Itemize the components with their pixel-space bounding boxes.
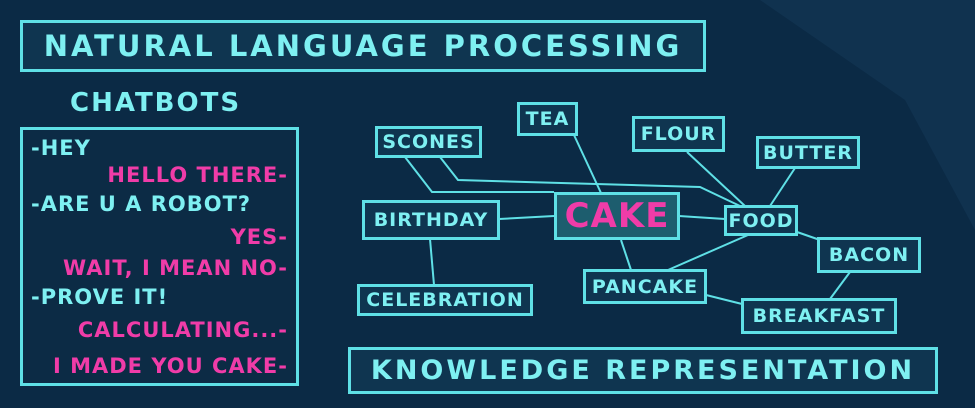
chat-line-user: -HEY [31, 136, 91, 160]
node-breakfast-label: BREAKFAST [752, 305, 886, 327]
chatbots-heading: CHATBOTS [70, 88, 242, 118]
node-food: FOOD [724, 205, 798, 236]
node-food-label: FOOD [728, 209, 794, 232]
chat-line-bot: CALCULATING...- [77, 318, 288, 342]
node-breakfast: BREAKFAST [741, 298, 897, 334]
edge-pancake-breakfast [705, 294, 743, 305]
node-cake: CAKE [554, 192, 680, 240]
node-birthday-label: BIRTHDAY [373, 209, 489, 231]
node-birthday: BIRTHDAY [362, 200, 500, 240]
nlp-title: NATURAL LANGUAGE PROCESSING [43, 29, 683, 63]
edge-scones-cake [404, 156, 554, 193]
edge-cake-pancake [620, 239, 632, 271]
node-tea: TEA [517, 102, 578, 136]
edge-birthday-celebration [429, 238, 435, 286]
chat-line-bot: WAIT, I MEAN NO- [63, 256, 288, 280]
chat-line-user: -ARE U A ROBOT? [31, 192, 252, 216]
node-bacon: BACON [817, 237, 921, 273]
chat-line-user: -PROVE IT! [31, 285, 169, 309]
chat-transcript: -HEY HELLO THERE- -ARE U A ROBOT? YES- W… [20, 127, 299, 386]
node-butter-label: BUTTER [763, 141, 853, 164]
knowledge-representation-box: KNOWLEDGE REPRESENTATION [348, 347, 938, 394]
edge-bacon-breakfast [829, 271, 851, 300]
edge-butter-food [769, 167, 796, 207]
nlp-title-box: NATURAL LANGUAGE PROCESSING [20, 20, 706, 72]
chat-line-bot: I MADE YOU CAKE- [52, 354, 288, 378]
chat-line-bot: HELLO THERE- [107, 163, 288, 187]
edge-food-pancake [667, 234, 749, 271]
edge-food-bacon [796, 231, 821, 241]
node-celebration: CELEBRATION [357, 284, 533, 316]
edge-scones-food [439, 156, 741, 207]
edge-birthday-cake [498, 215, 555, 220]
node-flour: FLOUR [632, 116, 725, 152]
node-flour-label: FLOUR [640, 123, 717, 145]
knowledge-representation-caption: KNOWLEDGE REPRESENTATION [370, 355, 916, 386]
node-bacon-label: BACON [828, 244, 910, 266]
chat-line-bot: YES- [230, 225, 288, 249]
node-scones: SCONES [375, 126, 482, 158]
node-cake-label: CAKE [564, 196, 670, 236]
edge-cake-food [678, 215, 726, 220]
node-tea-label: TEA [525, 108, 570, 130]
node-pancake-label: PANCAKE [591, 275, 699, 298]
edge-flour-food [686, 151, 746, 207]
node-pancake: PANCAKE [583, 269, 707, 304]
node-celebration-label: CELEBRATION [366, 289, 524, 311]
node-butter: BUTTER [756, 136, 860, 169]
node-scones-label: SCONES [382, 131, 475, 153]
